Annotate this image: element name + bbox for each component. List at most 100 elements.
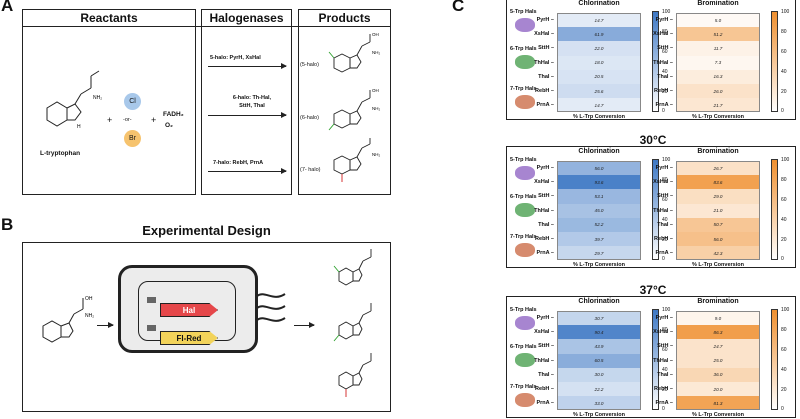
colorbar-tick: 60 xyxy=(662,196,668,203)
colorbar-tick: 100 xyxy=(781,157,790,163)
protein-structure-icon xyxy=(515,203,535,217)
heatmap-cell: 22.0 xyxy=(557,41,641,56)
cell-value: 53.1 xyxy=(594,193,604,199)
colorbar-tick: 80 xyxy=(781,28,787,35)
row-label: RebH – xyxy=(535,88,554,94)
cell-value: 36.0 xyxy=(713,372,723,378)
colorbar-tick: 80 xyxy=(662,176,668,183)
row-label: ThaI – xyxy=(538,371,554,378)
cell-value: 14.7 xyxy=(594,102,604,108)
protein-structure-icon xyxy=(515,18,535,32)
row-label: ThaI – xyxy=(657,371,673,378)
colorbar-tick: 100 xyxy=(781,307,790,313)
cell-value: 86.3 xyxy=(713,329,723,335)
tryptophan-structure-b: NH₂ OH xyxy=(42,296,94,343)
heatmap-frame xyxy=(676,311,760,411)
bromination-title: Bromination xyxy=(697,298,739,305)
promoter-hal xyxy=(147,297,156,303)
temperature-label: 37°C xyxy=(639,283,667,297)
colorbar-tick: 40 xyxy=(781,216,787,223)
colorbar-tick: 20 xyxy=(781,236,787,243)
heatmap-cell: 5.0 xyxy=(676,13,760,28)
panel-label-c: C xyxy=(452,0,465,15)
fadh2-label: FADH₂ xyxy=(163,111,184,118)
colorbar-tick: 40 xyxy=(662,68,668,75)
cell-value: 20.5 xyxy=(594,74,604,80)
cell-value: 30.0 xyxy=(594,372,604,378)
protein-structure-icon xyxy=(515,353,535,367)
flagella-icon xyxy=(256,293,286,322)
cell-value: 21.7 xyxy=(713,102,723,108)
colorbar-tick: 60 xyxy=(662,48,668,55)
colorbar-tick: 20 xyxy=(662,88,668,95)
heatmap-cell: 51.2 xyxy=(676,27,760,42)
substrate-label: L-tryptophan xyxy=(40,150,81,157)
heatmap-frame xyxy=(676,13,760,113)
cell-value: 11.7 xyxy=(713,45,723,51)
colorbar-tick: 60 xyxy=(781,196,787,203)
cell-value: 18.0 xyxy=(594,60,604,66)
product-6-label: (6-halo) xyxy=(300,115,319,121)
colorbar-tick: 100 xyxy=(662,157,671,163)
arrow-5 xyxy=(208,63,287,69)
row-label: PrnA – xyxy=(655,400,673,407)
row-label: RebH – xyxy=(535,386,554,392)
row-label: SttH – xyxy=(657,343,673,350)
tryptophan-structure: NH₂ H xyxy=(46,70,102,130)
protein-structure-icon xyxy=(515,243,535,257)
protein-structure-icon xyxy=(515,95,535,109)
cell-value: 90.4 xyxy=(594,329,604,335)
cell-value: 39.7 xyxy=(594,236,604,242)
row-label: XsHal – xyxy=(534,329,554,336)
svg-text:H: H xyxy=(77,124,81,130)
heatmap-cell: 26.0 xyxy=(676,84,760,99)
row-label: SttH – xyxy=(538,193,554,200)
chloride-ion: Cl xyxy=(124,93,141,110)
product-6-structure: NH₂ OH xyxy=(328,88,380,131)
svg-text:NH₂: NH₂ xyxy=(85,313,94,319)
product-7-label: (7- halo) xyxy=(300,167,321,173)
group-label: 6-Trp Hals xyxy=(510,46,537,52)
arrow-in xyxy=(97,322,114,328)
colorbar-tick: 40 xyxy=(662,366,668,373)
or-label: -or- xyxy=(123,117,132,123)
colorbar-tick: 40 xyxy=(781,68,787,75)
row-label: ThHal – xyxy=(653,357,673,364)
x-axis-label: % L-Trp Conversion xyxy=(573,412,625,419)
cell-value: 56.0 xyxy=(594,165,604,171)
row-label: XsHal – xyxy=(653,179,673,186)
cell-value: 21.0 xyxy=(713,208,723,214)
heatmap-cell: 81.3 xyxy=(676,396,760,411)
row-label: RebH – xyxy=(535,236,554,242)
cell-value: 5.0 xyxy=(714,17,722,23)
hal-gene: Hal xyxy=(160,303,218,317)
flred-gene-label: Fl-Red xyxy=(176,333,202,343)
row-label: PyrH – xyxy=(655,315,673,321)
row-label: XsHal – xyxy=(653,329,673,336)
row-label: RebH – xyxy=(654,236,673,242)
heatmap-cell: 22.2 xyxy=(557,382,641,397)
enzyme-5-label: 5-halo: PyrH, XsHal xyxy=(210,55,261,61)
svg-text:NH₂: NH₂ xyxy=(93,95,102,101)
halogenases-title: Halogenases xyxy=(209,11,284,25)
cell-value: 29.7 xyxy=(594,250,604,256)
colorbar xyxy=(652,159,659,261)
row-label: SttH – xyxy=(538,343,554,350)
cell-value: 60.5 xyxy=(594,358,604,364)
cell-value: 45.0 xyxy=(594,208,604,214)
heatmap-frame xyxy=(557,161,641,261)
heatmap-cell: 30.0 xyxy=(557,367,641,382)
heatmap-cell: 16.3 xyxy=(676,69,760,84)
group-label: 6-Trp Hals xyxy=(510,344,537,350)
heatmap-frame xyxy=(676,161,760,261)
colorbar-tick: 0 xyxy=(662,406,665,413)
heatmap-cell: 21.7 xyxy=(676,98,760,113)
heatmap-cell: 20.0 xyxy=(676,382,760,397)
heatmap-cell: 52.2 xyxy=(557,217,641,232)
x-axis-label: % L-Trp Conversion xyxy=(573,262,625,269)
cell-value: 22.2 xyxy=(594,386,604,392)
header-divider xyxy=(22,26,391,27)
row-label: ThaI – xyxy=(657,73,673,80)
colorbar-tick: 20 xyxy=(662,236,668,243)
colorbar xyxy=(652,11,659,113)
